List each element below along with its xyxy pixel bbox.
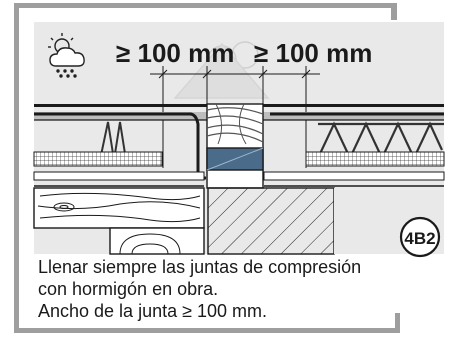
timber-beam <box>33 187 205 229</box>
caption-line-1: Llenar siempre las juntas de compresión <box>38 257 362 277</box>
lower-timber <box>109 227 205 255</box>
frame <box>14 3 400 333</box>
stone-texture <box>173 41 270 99</box>
dimension-label-right: ≥ 100 mm <box>254 38 372 68</box>
precast-panels <box>33 151 445 187</box>
masonry-wall <box>207 187 335 255</box>
dimension-label-left: ≥ 100 mm <box>116 38 234 68</box>
detail-badge: 4B2 <box>399 216 441 258</box>
compression-joint <box>206 103 264 189</box>
caption-line-3: Ancho de la junta ≥ 100 mm. <box>38 301 268 321</box>
cloud-rain-sun-icon <box>48 33 85 78</box>
caption-line-2: con hormigón en obra. <box>38 279 219 299</box>
detail-badge-label: 4B2 <box>404 229 435 248</box>
caption: Llenar siempre las juntas de compresión … <box>38 256 438 322</box>
